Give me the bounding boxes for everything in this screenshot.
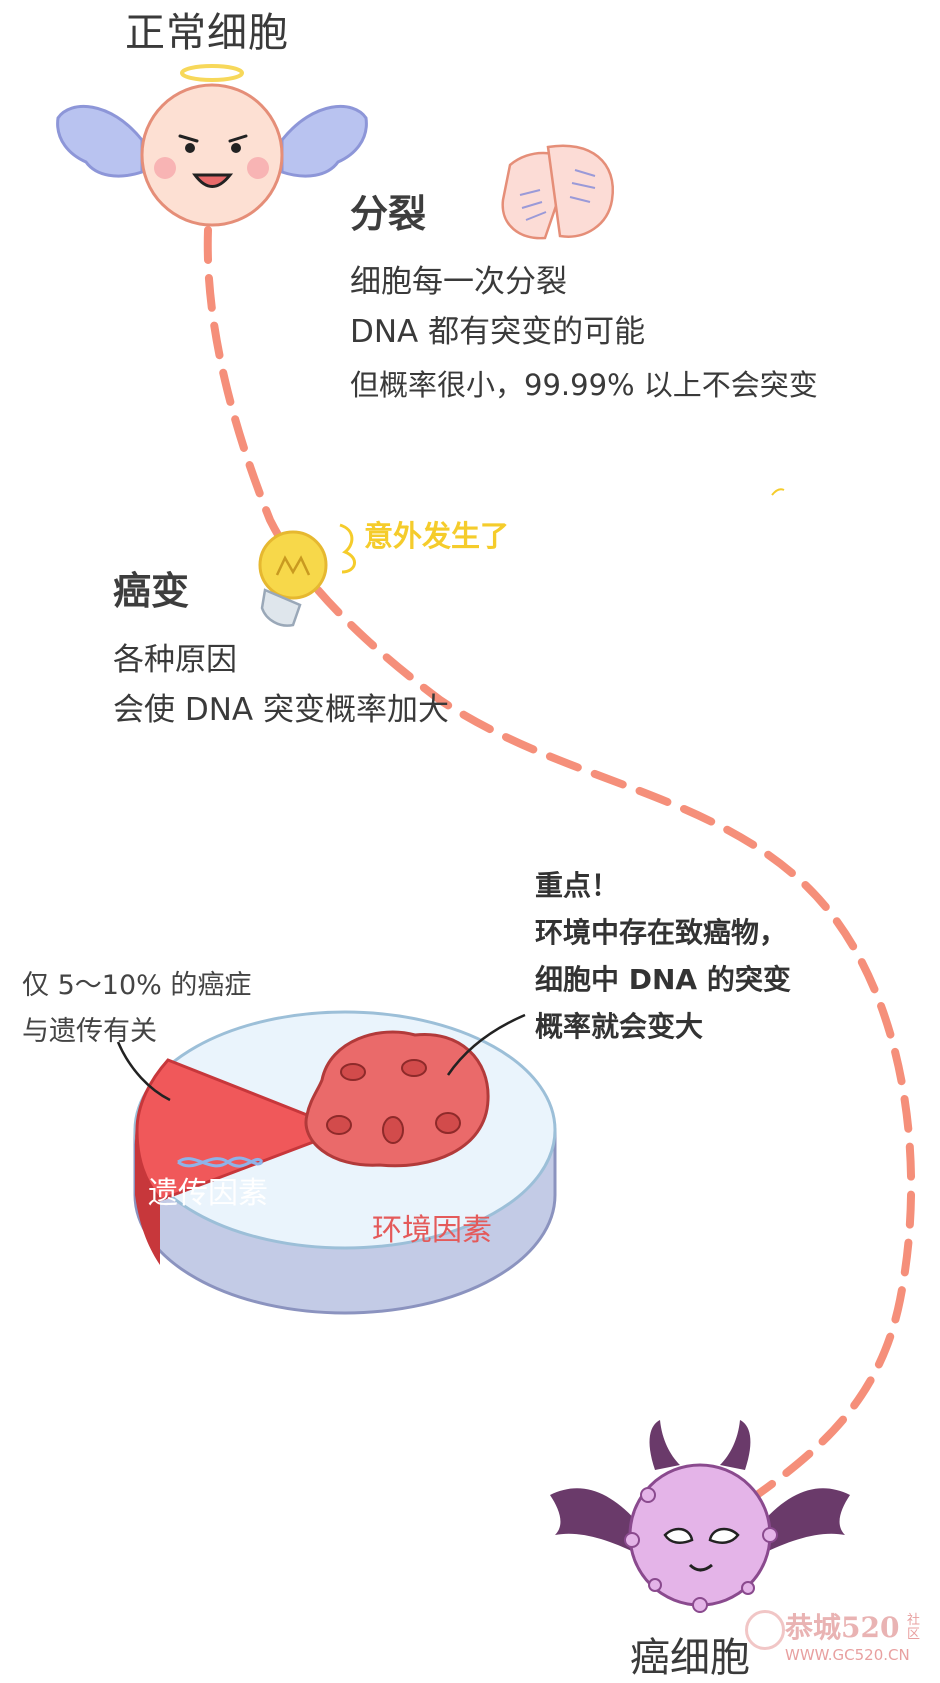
- key-note-line-3: 细胞中 DNA 的突变: [535, 963, 791, 996]
- division-line-3: 但概率很小，99.99% 以上不会突变: [350, 368, 818, 402]
- watermark-sub-text: 社区: [907, 1613, 921, 1642]
- pie-environment-label: 环境因素: [372, 1213, 492, 1248]
- normal-cell-angel-icon: [56, 64, 368, 227]
- cancer-cell-label: 癌细胞: [630, 1635, 750, 1681]
- normal-cell-label: 正常细胞: [125, 10, 289, 56]
- dividing-cell-icon: [501, 144, 615, 240]
- watermark-url: WWW.GC520.CN: [785, 1646, 910, 1664]
- heredity-pointer-line: [116, 1041, 171, 1102]
- site-watermark: 恭城520 社区 WWW.GC520.CN: [745, 1608, 935, 1664]
- pie-chart: [116, 1010, 557, 1315]
- mutation-line-1: 各种原因: [113, 642, 237, 678]
- mutation-path-dashed-line: [203, 226, 916, 1504]
- cancer-cell-devil-icon: [550, 1420, 850, 1613]
- division-line-2: DNA 都有突变的可能: [350, 314, 646, 350]
- mutation-line-2: 会使 DNA 突变概率加大: [113, 692, 449, 728]
- heredity-note-line-2: 与遗传有关: [22, 1016, 157, 1047]
- key-note-line-1: 重点！: [535, 869, 620, 902]
- mutation-heading: 癌变: [113, 569, 190, 613]
- key-note-line-4: 概率就会变大: [535, 1010, 704, 1043]
- watermark-cn-text: 恭城520: [785, 1611, 900, 1644]
- division-heading: 分裂: [350, 192, 427, 236]
- pie-genetic-side: [135, 1130, 160, 1265]
- key-note-line-2: 环境中存在致癌物，: [535, 916, 788, 949]
- division-line-1: 细胞每一次分裂: [350, 264, 567, 300]
- heredity-note-line-1: 仅 5～10% 的癌症: [22, 970, 252, 1001]
- tumor-pointer-line: [446, 1013, 526, 1076]
- watermark-logo-icon: [745, 1610, 785, 1650]
- pie-genetic-label: 遗传因素: [148, 1176, 268, 1211]
- accident-label: 意外发生了: [364, 519, 510, 553]
- lightbulb-icon: [258, 488, 785, 627]
